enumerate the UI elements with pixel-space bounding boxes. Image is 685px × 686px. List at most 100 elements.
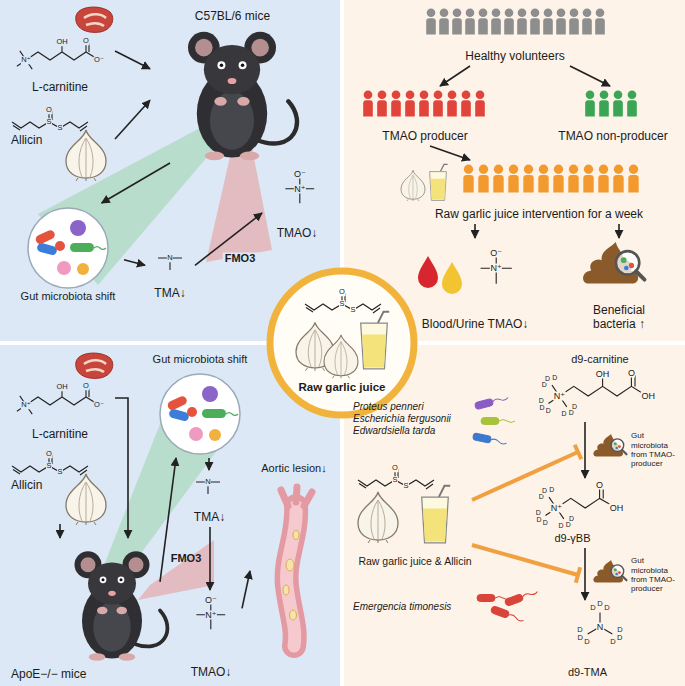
- molecule-box: Allicin: [5, 103, 115, 183]
- atom-label: O⁻: [293, 170, 306, 179]
- atom-label: D: [545, 408, 551, 415]
- node-text: Allicin: [11, 133, 42, 147]
- atom-label: N⁺: [550, 504, 562, 513]
- atom-label: O⁻: [490, 248, 503, 257]
- arrow-connector: [584, 548, 586, 600]
- arrow-connector: [242, 571, 250, 608]
- atom-label: OH: [641, 392, 656, 401]
- outcome-box: Beneficial bacteria ↑: [560, 238, 678, 334]
- atom-label: D: [590, 604, 596, 612]
- group-box: Healthy volunteers: [405, 4, 625, 66]
- atom-label: N⁺: [21, 401, 31, 409]
- atom-label: N: [205, 478, 211, 486]
- people-rows: [362, 8, 642, 193]
- atom-label: O: [46, 106, 53, 114]
- node-text: Healthy volunteers: [465, 49, 564, 63]
- node-text: TMAO↓: [277, 226, 318, 240]
- atom-label: O: [83, 382, 90, 390]
- node-text: Gut microbiota from TMAO-producer: [631, 431, 681, 469]
- atom-label: N⁺: [205, 610, 217, 619]
- node-text: TMAO↓: [191, 665, 232, 679]
- atom-label: D: [541, 381, 547, 388]
- molecule-box: L-carnitine: [5, 352, 115, 444]
- arrow-connector: [115, 398, 128, 538]
- arrow-connector: [584, 422, 586, 478]
- atom-label: D: [545, 375, 551, 382]
- molecule-box: Allicin: [5, 448, 115, 524]
- atom-label: S: [392, 476, 398, 484]
- atom-label: D: [558, 523, 564, 530]
- node-text: d9-TMA: [568, 666, 607, 679]
- atom-label: D: [577, 627, 583, 635]
- mouse-figure: C57BL/6 mice: [150, 6, 315, 163]
- node-text: TMA↓: [154, 286, 185, 300]
- bacteria-list: Proteus penneriEscherichia fergusoniiEdw…: [350, 398, 470, 439]
- atom-label: OH: [56, 383, 68, 391]
- enzyme-label: FMO3: [223, 253, 258, 264]
- atom-label: D: [542, 520, 548, 527]
- node-text: Escherichia fergusonii: [353, 413, 451, 425]
- atom-label: D: [565, 522, 571, 529]
- node-text: Raw garlic juice intervention for a week: [435, 207, 643, 221]
- node-text: Edwardsiella tarda: [353, 425, 435, 437]
- atom-label: OH: [609, 504, 624, 513]
- food-icons: [66, 7, 450, 543]
- group-box: TMAO non-producer: [548, 86, 678, 146]
- intervention-box: Raw garlic juice intervention for a week: [395, 160, 683, 224]
- atom-label: D: [577, 634, 583, 642]
- atom-label: D: [568, 410, 574, 417]
- atom-label: D: [604, 604, 610, 612]
- atom-label: O: [392, 464, 399, 472]
- node-text: d9-carnitine: [571, 353, 628, 366]
- atom-label: S: [57, 468, 63, 476]
- cones: [38, 128, 272, 600]
- molecule-box: L-carnitine: [5, 5, 115, 97]
- gut-circles: [28, 208, 240, 454]
- atom-label: O⁻: [94, 56, 105, 64]
- arrow-connector: [618, 224, 620, 238]
- atom-label: D: [584, 639, 590, 647]
- node-text: Aortic lesion↓: [261, 462, 326, 475]
- arrow-connector: [209, 527, 211, 590]
- node-text: Gut microbiota shift: [153, 353, 248, 366]
- microbiota-note: Gut microbiota from TMAO-producer: [628, 425, 684, 475]
- atom-label: O⁻: [204, 596, 217, 605]
- microbiota-circle: Gut microbiota shift: [140, 350, 260, 458]
- arrow-connector: [195, 213, 262, 265]
- node-text: L-carnitine: [32, 80, 88, 94]
- atom-label: D: [549, 486, 555, 493]
- node-text: TMAO non-producer: [558, 129, 667, 143]
- inhibition-lines: [472, 445, 581, 583]
- atom-label: N: [596, 622, 604, 631]
- atom-label: N⁺: [21, 56, 31, 64]
- atom-label: O: [83, 37, 90, 45]
- atom-label: D: [536, 516, 542, 523]
- arrow-connector: [430, 146, 470, 160]
- atom-label: O: [627, 369, 635, 378]
- atom-label: D: [617, 627, 623, 635]
- arrow-connector: [440, 66, 470, 86]
- node-text: d9-γBB: [554, 532, 590, 545]
- group-box: TMAO producer: [350, 86, 500, 146]
- node-text: Proteus penneri: [353, 401, 424, 413]
- node-text: Raw garlic juice: [299, 381, 386, 395]
- atom-label: OH: [595, 370, 610, 379]
- center-disc: [270, 271, 414, 415]
- mouse-illustrations: [75, 32, 298, 661]
- atom-label: S: [403, 482, 409, 490]
- atom-label: D: [597, 600, 603, 608]
- arrow-connector: [115, 51, 150, 69]
- atom-label: D: [539, 404, 545, 411]
- enzyme-label: FMO3: [169, 553, 204, 564]
- atom-label: S: [339, 300, 345, 308]
- node-text: Blood/Urine TMAO↓: [422, 317, 528, 331]
- sample-icons: [418, 242, 645, 582]
- node-text: Beneficial bacteria ↑: [573, 303, 665, 331]
- arrow-connector: [102, 163, 170, 203]
- node-text: ApoE−/− mice: [11, 667, 86, 681]
- atom-label: D: [552, 374, 558, 381]
